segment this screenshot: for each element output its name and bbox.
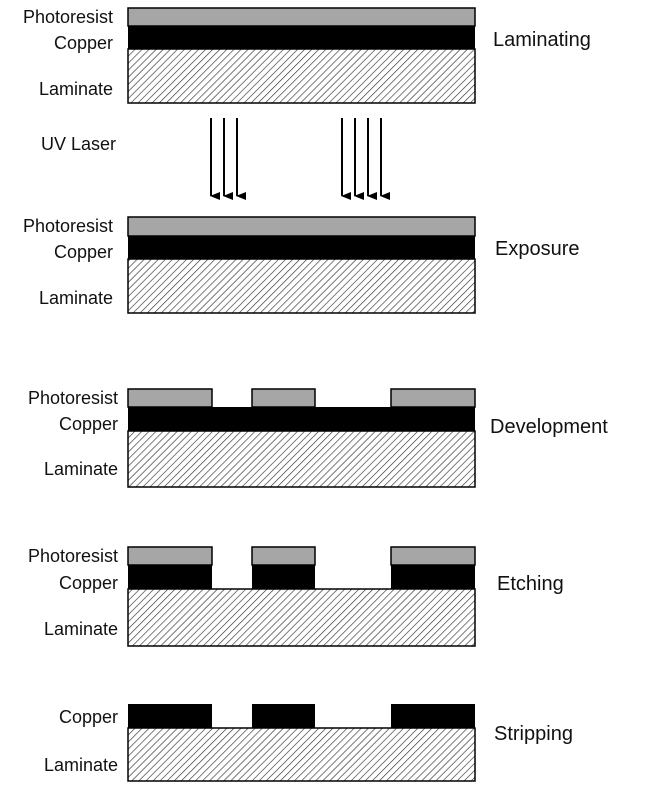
laminate-layer — [127, 727, 476, 782]
uv-laser-label: UV Laser — [40, 134, 116, 154]
photoresist-layer — [127, 216, 476, 237]
photoresist-label: Photoresist — [27, 546, 118, 566]
stage-title-exposure: Exposure — [495, 238, 580, 260]
photoresist-pad — [390, 388, 476, 408]
laminate-layer — [127, 588, 476, 647]
laminate-layer — [127, 258, 476, 314]
stage-laminating — [127, 7, 476, 104]
photoresist-pad — [251, 388, 316, 408]
copper-trace — [252, 704, 315, 728]
stage-title-etching: Etching — [497, 573, 564, 595]
photoresist-layer — [127, 7, 476, 27]
stage-title-stripping: Stripping — [494, 723, 573, 745]
photoresist-pad — [251, 546, 316, 566]
stage-exposure — [127, 216, 476, 314]
copper-trace — [252, 565, 315, 589]
stage-title-development: Development — [490, 416, 608, 438]
copper-trace — [128, 565, 212, 589]
photoresist-pad — [390, 546, 476, 566]
stage-development — [127, 388, 476, 488]
photoresist-label: Photoresist — [27, 388, 118, 408]
photoresist-pad — [127, 546, 213, 566]
photoresist-label: Photoresist — [22, 7, 113, 27]
photoresist-pad — [127, 388, 213, 408]
copper-trace — [391, 704, 475, 728]
laminate-label: Laminate — [43, 459, 118, 479]
laminate-label: Laminate — [43, 619, 118, 639]
stage-stripping — [127, 704, 476, 782]
laminate-label: Laminate — [43, 755, 118, 775]
laminate-layer — [127, 430, 476, 488]
copper-layer — [128, 236, 475, 259]
stage-title-laminating: Laminating — [493, 29, 591, 51]
copper-label: Copper — [53, 33, 113, 53]
stage-etching — [127, 546, 476, 647]
copper-trace — [391, 565, 475, 589]
copper-layer — [128, 407, 475, 431]
laminate-label: Laminate — [38, 288, 113, 308]
copper-trace — [128, 704, 212, 728]
photoresist-label: Photoresist — [22, 216, 113, 236]
laminate-label: Laminate — [38, 79, 113, 99]
copper-label: Copper — [58, 414, 118, 434]
uv-laser-arrows — [210, 118, 390, 200]
copper-label: Copper — [53, 242, 113, 262]
copper-layer — [128, 26, 475, 49]
copper-label: Copper — [58, 573, 118, 593]
laminate-layer — [127, 48, 476, 104]
copper-label: Copper — [58, 707, 118, 727]
